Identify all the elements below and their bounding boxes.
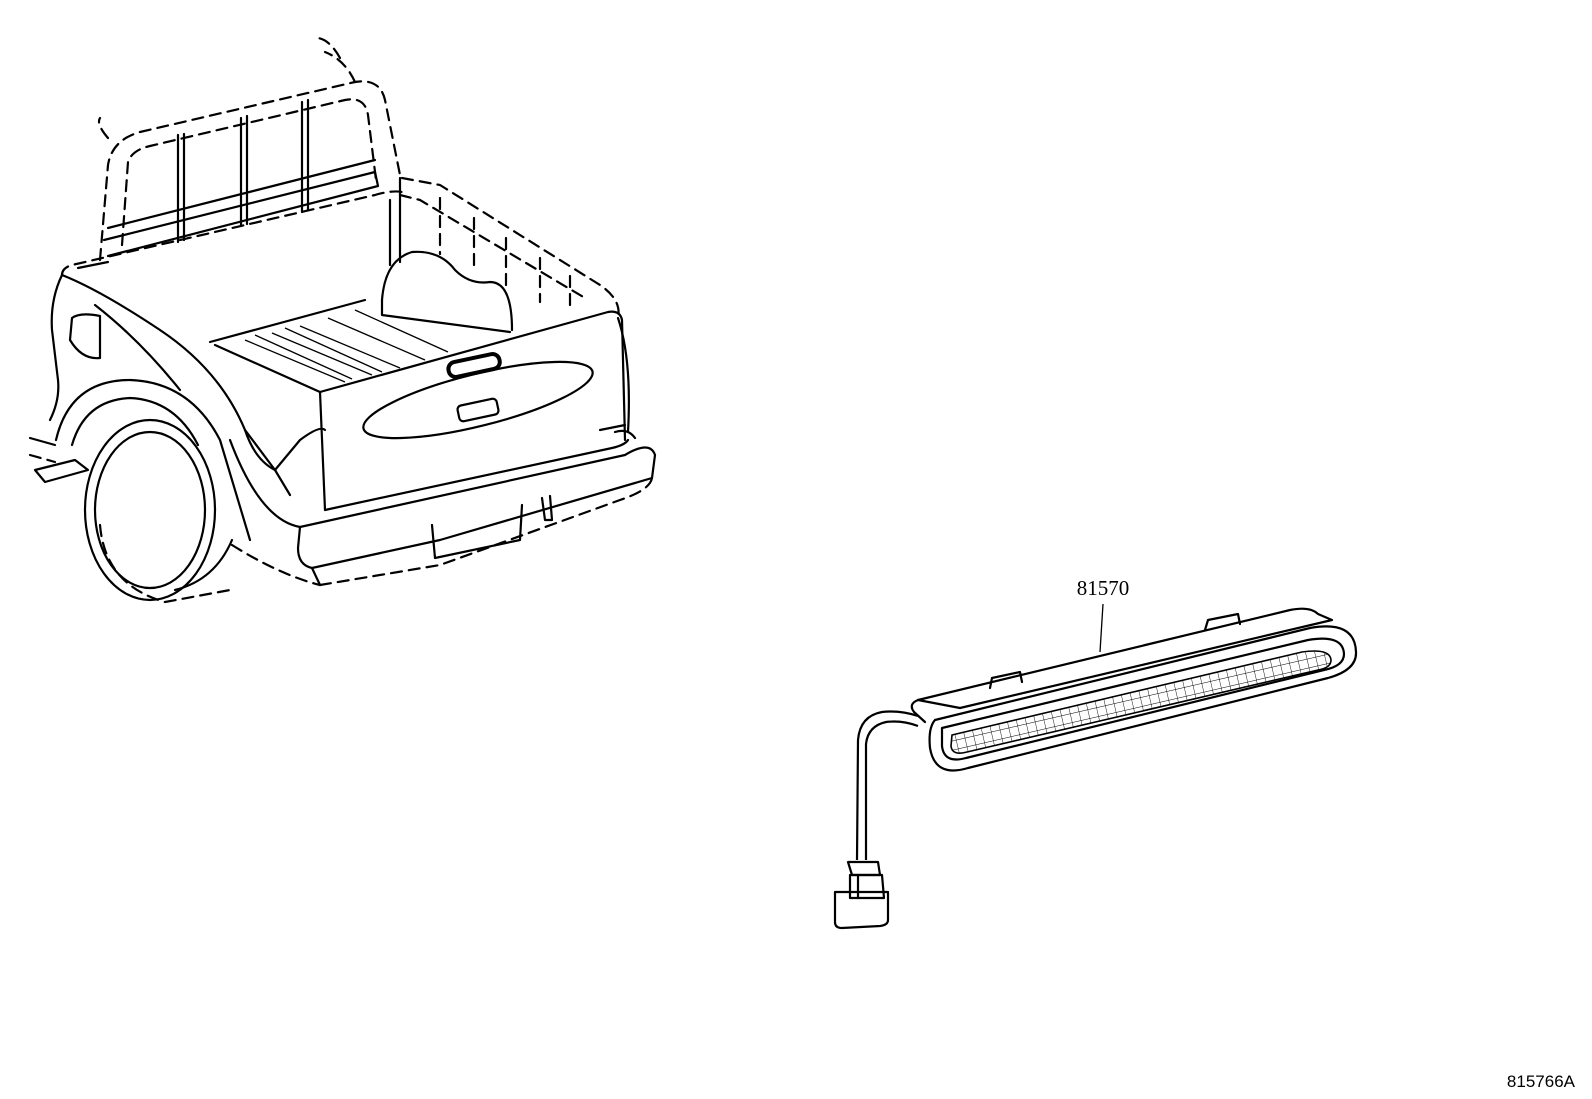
part-number-label: 81570 [1077, 576, 1130, 600]
wire-harness-connector [833, 710, 919, 930]
pickup-truck-illustration [28, 36, 657, 604]
high-mount-stop-lamp-part [910, 603, 1358, 772]
diagram-id-label: 815766A [1507, 1072, 1576, 1091]
